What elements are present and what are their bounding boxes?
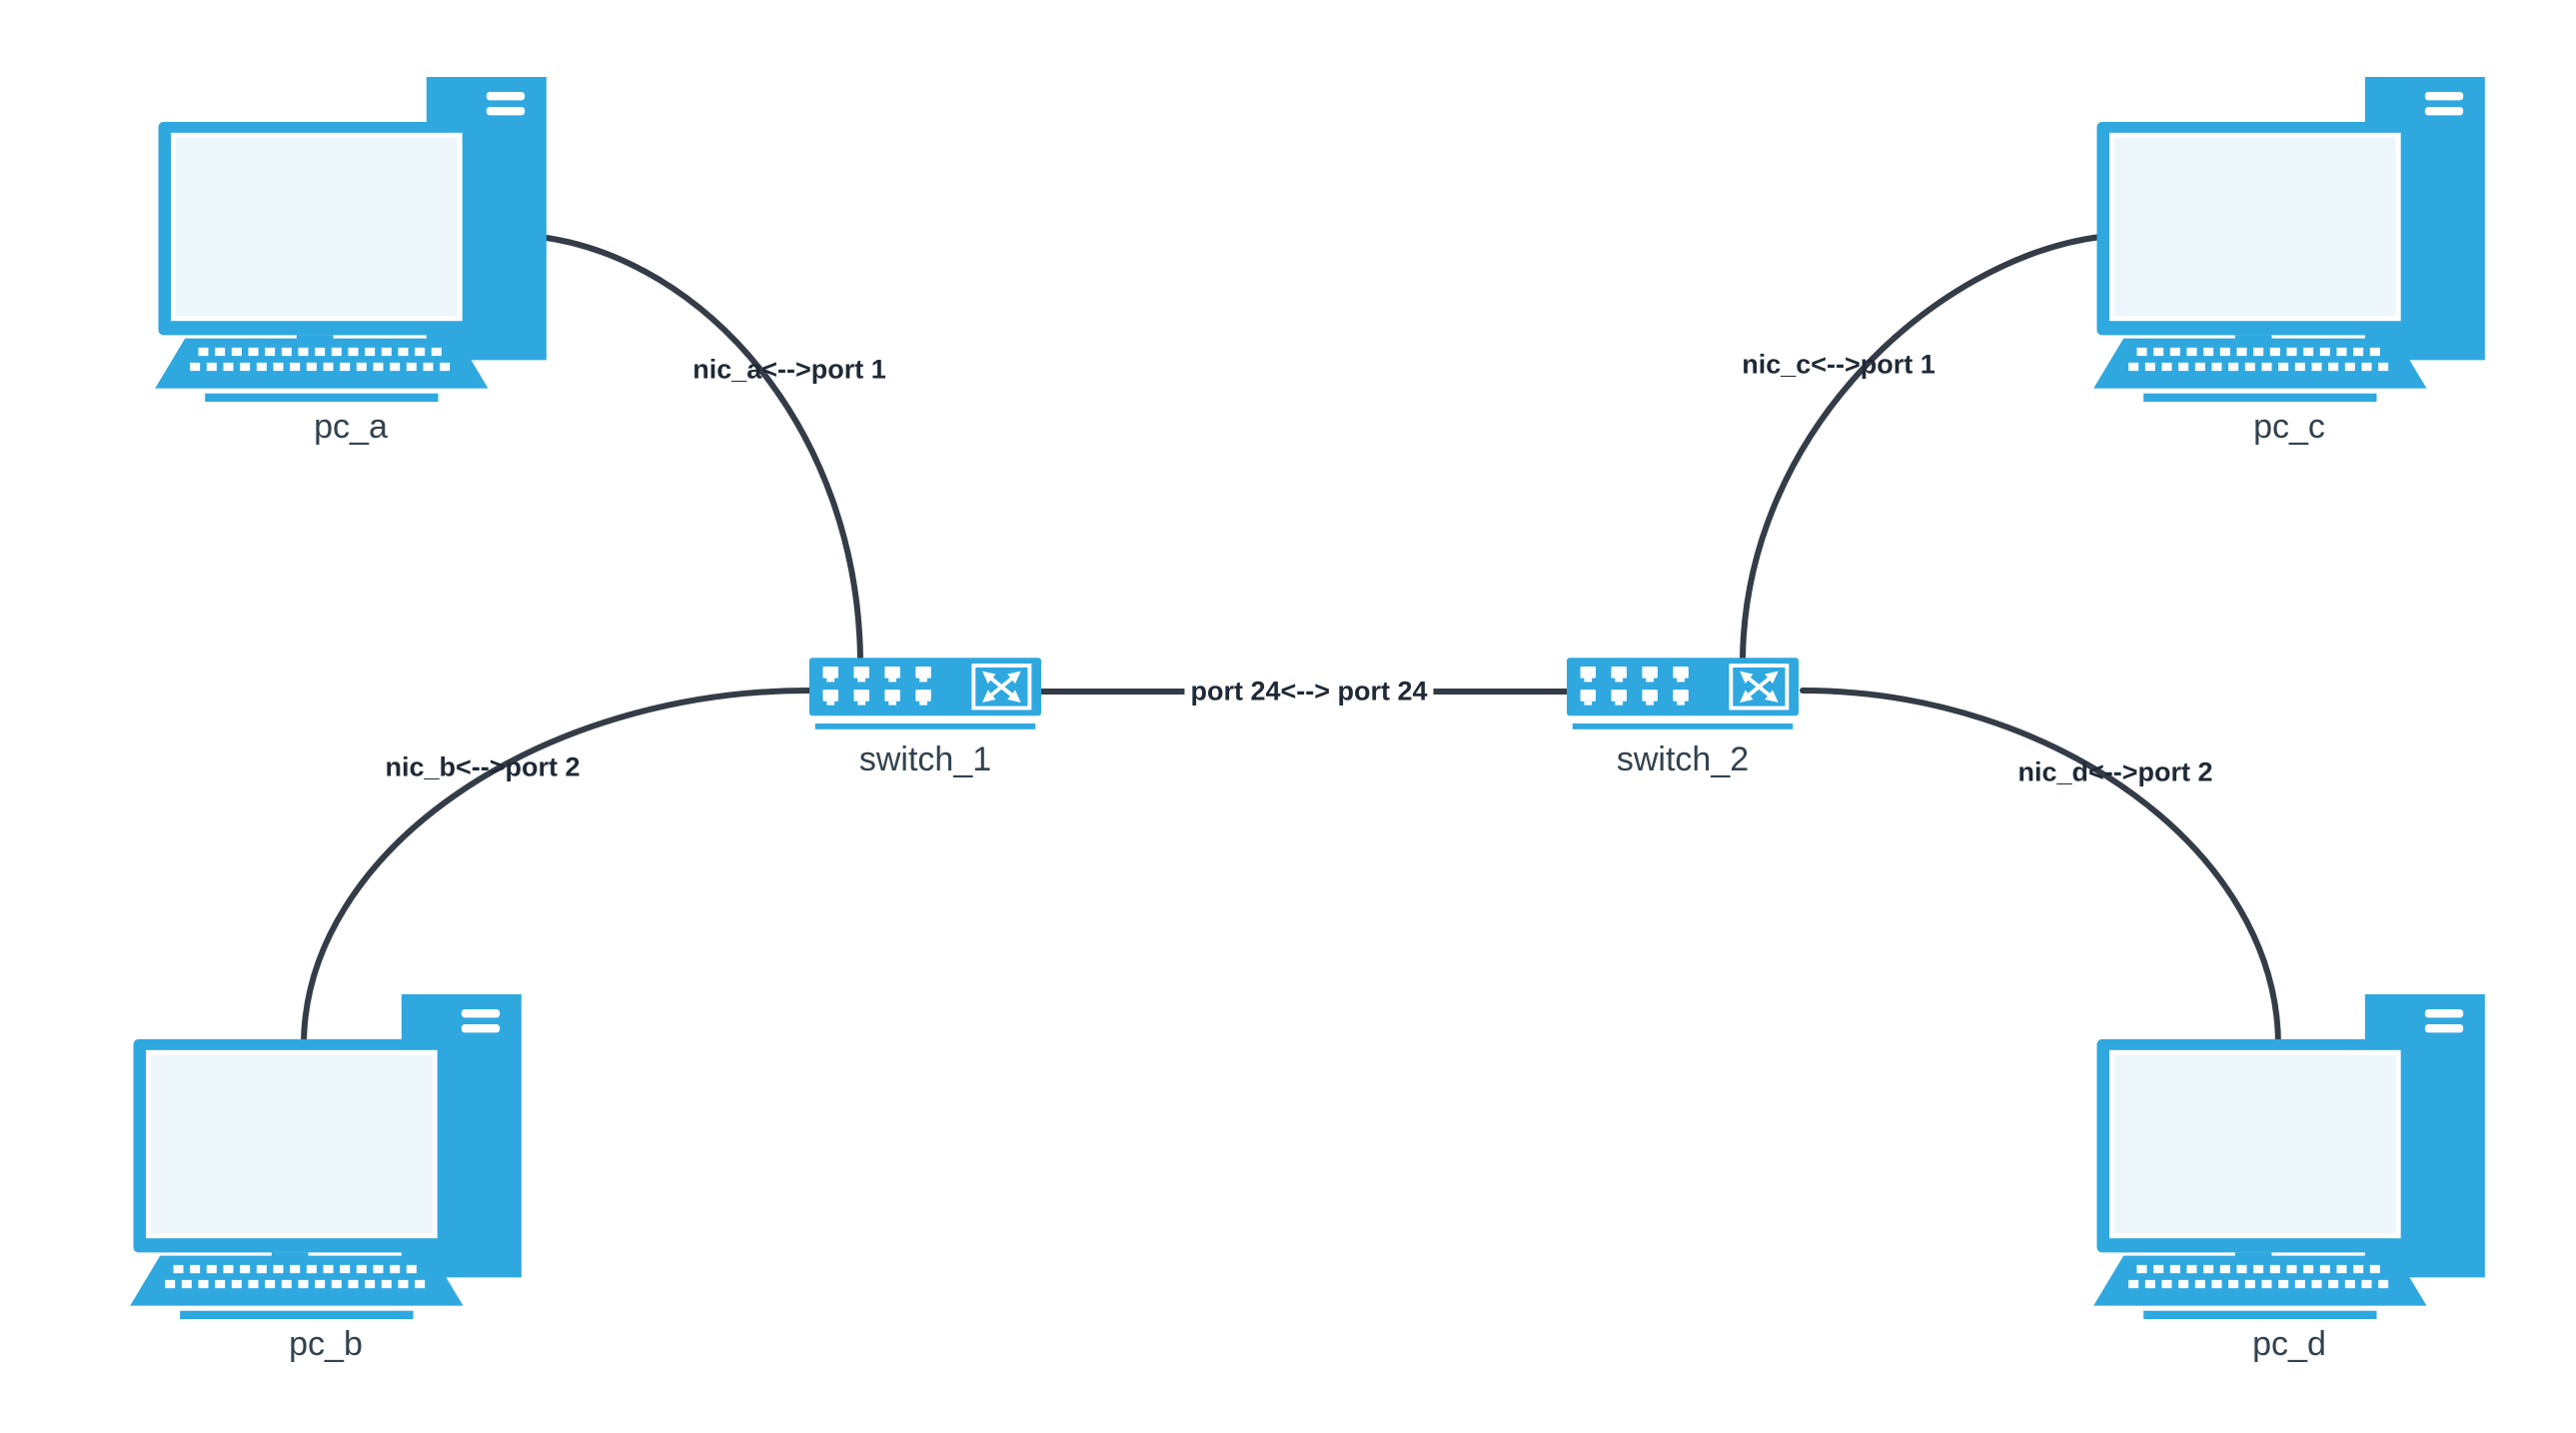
pc-icon	[2093, 72, 2485, 402]
switch-icon	[809, 658, 1041, 731]
pc-icon	[155, 72, 547, 402]
node-switch-2: switch_2	[1567, 658, 1799, 779]
edge-label-nic-a-port-1: nic_a<-->port 1	[692, 354, 886, 385]
edge-label-nic-b-port-2: nic_b<-->port 2	[385, 751, 581, 782]
edge-label-nic-d-port-2: nic_d<-->port 2	[2017, 756, 2213, 787]
node-label-pc-d: pc_d	[2252, 1325, 2326, 1363]
node-pc-b: pc_b	[130, 989, 522, 1364]
node-label-pc-b: pc_b	[289, 1325, 363, 1363]
node-pc-c: pc_c	[2093, 72, 2485, 447]
edge-pc-a-switch-1	[537, 234, 863, 662]
node-pc-d: pc_d	[2093, 989, 2485, 1364]
node-label-pc-a: pc_a	[314, 408, 388, 446]
edge-label-port-24-port-24: port 24<--> port 24	[1184, 675, 1434, 709]
node-label-pc-c: pc_c	[2253, 408, 2325, 446]
edge-pc-c-switch-2	[1740, 234, 2103, 662]
node-pc-a: pc_a	[155, 72, 547, 447]
pc-icon	[130, 989, 522, 1319]
edge-pc-d-switch-2	[1800, 688, 2281, 1048]
edge-label-nic-c-port-1: nic_c<-->port 1	[1742, 349, 1935, 380]
pc-icon	[2093, 989, 2485, 1319]
switch-icon	[1567, 658, 1799, 731]
node-label-switch-2: switch_2	[1616, 740, 1750, 778]
edge-pc-b-switch-1	[301, 687, 814, 1048]
node-label-switch-1: switch_1	[858, 740, 992, 778]
node-switch-1: switch_1	[809, 658, 1041, 779]
